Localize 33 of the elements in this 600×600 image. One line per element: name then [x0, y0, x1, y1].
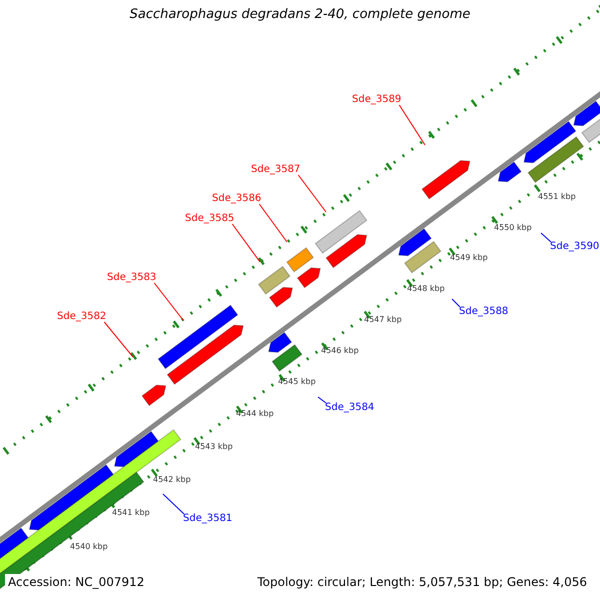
tick-label: 4548 kbp [407, 285, 445, 293]
tick-label: 4545 kbp [278, 378, 316, 386]
gene-label: Sde_3583 [107, 273, 156, 283]
tick-label: 4540 kbp [70, 543, 108, 551]
gene-label: Sde_3589 [352, 95, 402, 105]
tick-label: 4541 kbp [112, 509, 150, 517]
gene-label: Sde_3586 [212, 194, 262, 204]
title: Saccharophagus degradans 2-40, complete genome [128, 8, 472, 21]
gene-label: Sde_3585 [185, 214, 234, 224]
tick-label: 4543 kbp [195, 443, 233, 451]
gene-label: Sde_3582 [57, 312, 106, 322]
tick-label: 4542 kbp [153, 476, 191, 484]
leader-line [258, 204, 288, 242]
leader-line [298, 174, 326, 212]
tick-label: 4551 kbp [538, 193, 576, 201]
gene-label: Sde_3588 [459, 307, 508, 317]
leader-line [154, 282, 184, 320]
leader-line [318, 396, 326, 404]
leader-line [452, 298, 460, 308]
tick-label: 4547 kbp [364, 316, 402, 324]
gene-label: Sde_3590 [550, 242, 600, 252]
leader-line [398, 104, 426, 146]
tick-label: 4544 kbp [236, 410, 274, 418]
gene-label: Sde_3587 [251, 165, 300, 175]
tick-label: 4550 kbp [494, 224, 532, 232]
gene-label: Sde_3584 [325, 403, 374, 413]
gene-label: Sde_3581 [183, 514, 232, 524]
leader-line [232, 224, 260, 262]
leader-line [104, 322, 134, 358]
tick-label: 4549 kbp [450, 254, 488, 262]
leader-line [162, 494, 184, 514]
leader-line [540, 232, 552, 242]
tick-label: 4546 kbp [321, 347, 359, 355]
